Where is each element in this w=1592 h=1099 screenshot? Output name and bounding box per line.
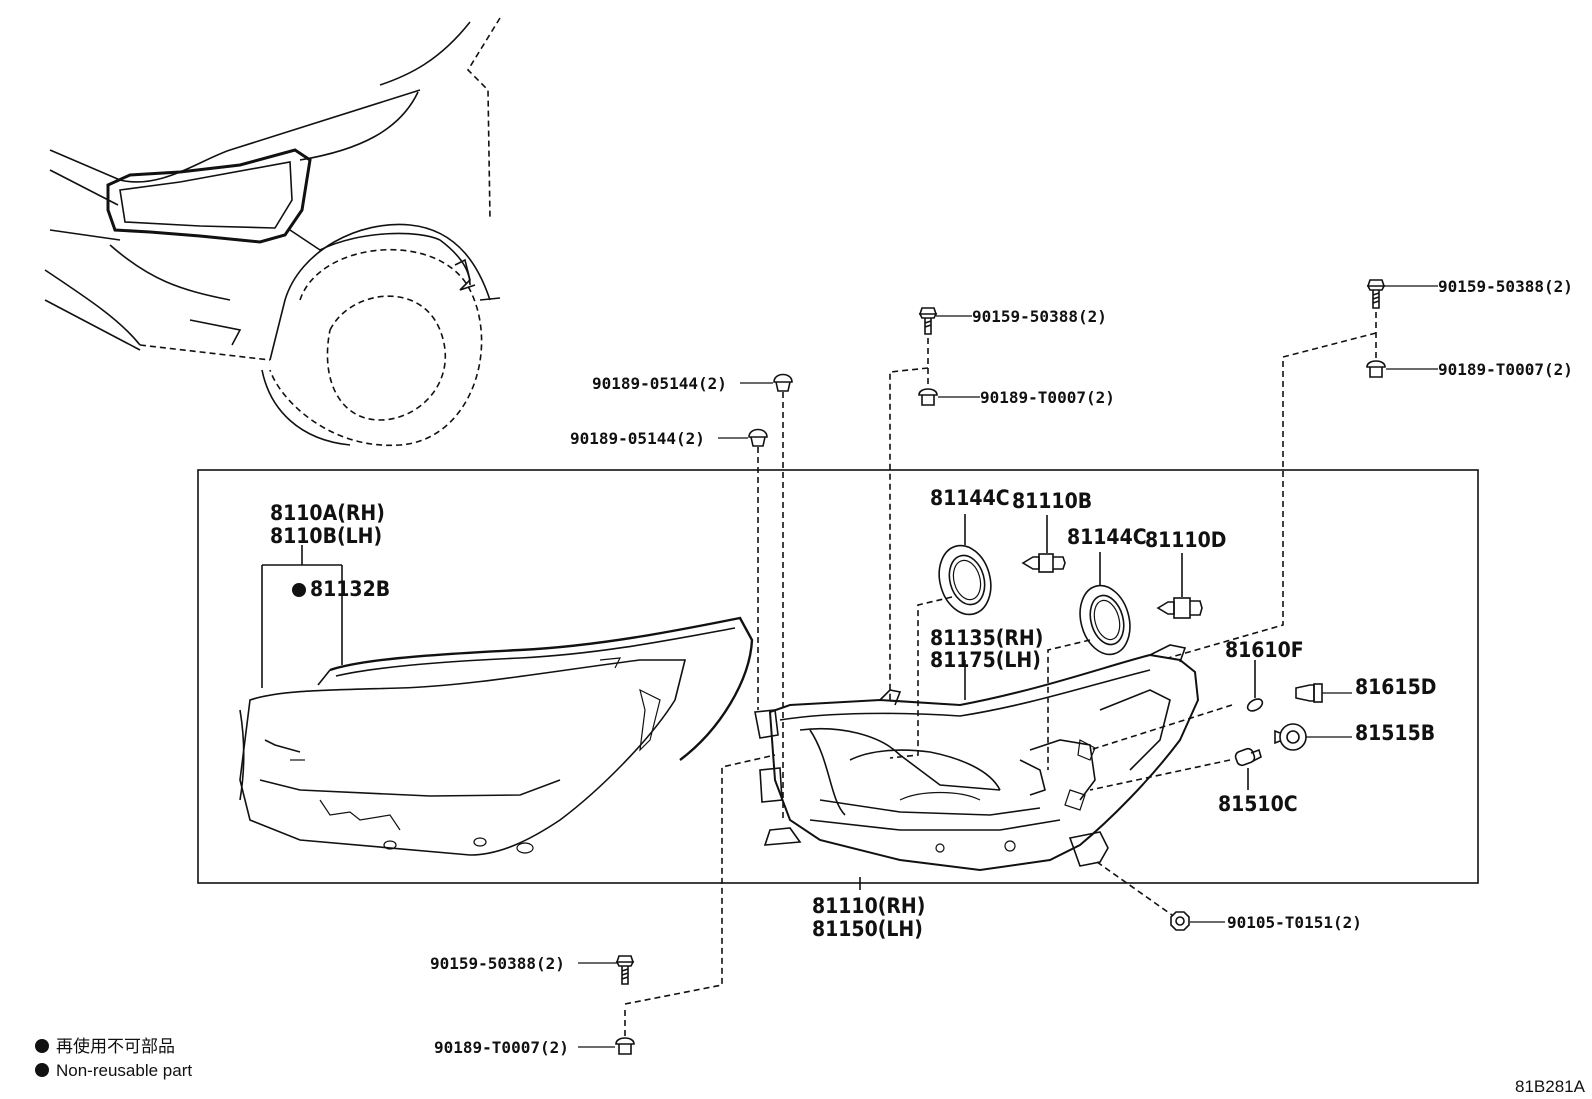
label-nut-t0151: 90105-T0151(2) [1227, 913, 1362, 932]
vehicle-front-sketch [44, 17, 501, 447]
bulb-81110d-icon [1156, 597, 1203, 619]
label-socket-cover-1: 81144C [930, 486, 1010, 510]
bolt-icon-top-right [1366, 279, 1386, 309]
legend-english: Non-reusable part [56, 1061, 192, 1080]
label-clip-05144-lower: 90189-05144(2) [570, 429, 705, 448]
label-socket-d: 81615D [1355, 675, 1436, 699]
label-bulb-f: 81610F [1225, 638, 1304, 662]
socket-cover-ring-2 [1079, 584, 1131, 656]
label-cover-lh: 8110B(LH) [270, 524, 382, 548]
non-reusable-marker-81132b [292, 583, 306, 597]
label-bolt-bottom: 90159-50388(2) [430, 954, 565, 973]
legend-japanese: 再使用不可部品 [56, 1036, 175, 1056]
label-clip-top-right: 90189-T0007(2) [1438, 360, 1573, 379]
bulb-81610f-icon [1246, 698, 1264, 712]
label-bracket-rh: 81135(RH) [930, 626, 1043, 650]
socket-cover-ring-1 [938, 544, 992, 616]
label-bolt-top-right: 90159-50388(2) [1438, 277, 1573, 296]
bulb-81110b-icon [1021, 553, 1066, 573]
bolt-icon-bottom [615, 955, 635, 985]
diagram-code: 81B281A [1515, 1077, 1586, 1096]
label-headlamp-lh: 81150(LH) [812, 917, 923, 941]
label-clip-top-mid: 90189-T0007(2) [980, 388, 1115, 407]
headlamp-housing [754, 644, 1200, 872]
bulb-81510c-icon [1234, 747, 1262, 767]
clip-icon-top-right [1366, 360, 1386, 378]
clip-icon-bottom [615, 1037, 635, 1055]
label-bolt-top-mid: 90159-50388(2) [972, 307, 1107, 326]
legend-marker-english [35, 1063, 49, 1077]
label-socket-cover-2: 81144C [1067, 525, 1147, 549]
socket-81615d-icon [1295, 683, 1323, 703]
clip-icon-top-mid [918, 388, 938, 406]
headlamp-cover-lens [239, 616, 754, 856]
label-bulb-b: 81110B [1012, 489, 1092, 513]
label-bracket-lh: 81175(LH) [930, 648, 1041, 672]
nut-icon-t0151 [1170, 911, 1190, 931]
clip-icon-05144-upper [773, 373, 793, 392]
label-clip-05144-upper: 90189-05144(2) [592, 374, 727, 393]
clip-icon-05144-lower [748, 428, 768, 447]
label-gasket: 81132B [310, 577, 390, 601]
label-bulb-d: 81110D [1145, 528, 1226, 552]
assembly-frame [197, 469, 1479, 884]
label-clip-bottom: 90189-T0007(2) [434, 1038, 569, 1057]
bolt-icon-top-mid [918, 307, 938, 335]
label-socket-b: 81515B [1355, 721, 1435, 745]
label-headlamp-rh: 81110(RH) [812, 894, 925, 918]
label-cover-rh: 8110A(RH) [270, 501, 385, 525]
legend-marker-japanese [35, 1039, 49, 1053]
socket-81515b-icon [1274, 723, 1307, 751]
label-bulb-c: 81510C [1218, 792, 1298, 816]
